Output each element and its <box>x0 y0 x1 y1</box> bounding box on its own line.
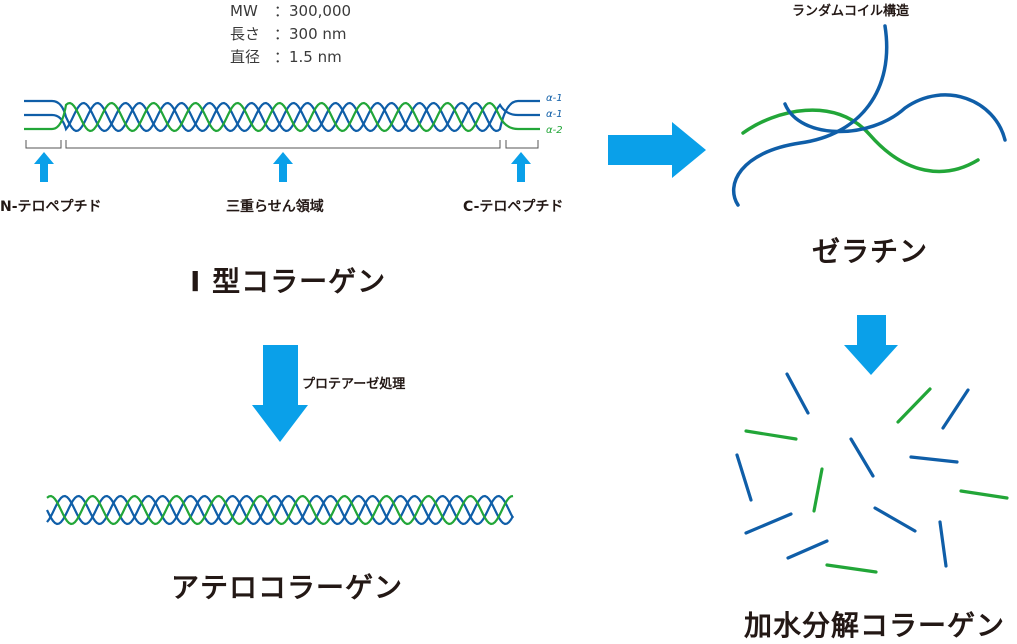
chain-label-alpha2: α-2 <box>546 125 563 136</box>
spec-diameter: 直径 ：1.5 nm <box>230 46 342 67</box>
spec-mw-key: MW <box>230 2 258 20</box>
helix-alpha1-strand <box>24 99 540 133</box>
hydrolysis-down-arrow-icon <box>844 315 898 375</box>
n-telopeptide-label: N-テロペプチド <box>0 199 102 215</box>
fragment <box>873 506 917 533</box>
atelocollagen-title: アテロコラーゲン <box>171 571 404 604</box>
fragment <box>735 453 753 502</box>
fragment <box>959 489 1009 500</box>
fragment <box>812 467 824 513</box>
spec-length: 長さ ：300 nm <box>230 23 347 44</box>
random-coil-strands <box>732 24 1007 207</box>
chain-label-alpha1: α-1 <box>546 109 563 120</box>
region-brackets <box>25 140 539 149</box>
spec-length-key: 長さ <box>230 25 261 43</box>
c-telopeptide-label: C-テロペプチド <box>463 199 564 215</box>
coil-strand-alpha1 <box>783 93 1007 142</box>
helix-alpha2-strand <box>24 101 540 133</box>
chain-label-alpha1: α-1 <box>546 93 563 104</box>
fragment <box>785 372 810 415</box>
protease-down-arrow-icon <box>252 345 308 442</box>
spec-mw: MW ：300,000 <box>230 0 351 21</box>
n-telopeptide-bracket <box>25 140 62 149</box>
type1-collagen-helix <box>24 99 540 133</box>
random-coil-label: ランダムコイル構造 <box>792 4 910 19</box>
fragment <box>896 387 932 424</box>
fragment <box>909 455 959 464</box>
c-telopeptide-arrow-icon <box>511 152 531 182</box>
triple-helix-arrow-icon <box>273 152 293 182</box>
helix-alpha1-strand <box>24 101 540 133</box>
gelatin-title: ゼラチン <box>812 235 929 268</box>
fragment <box>744 429 798 441</box>
atelocollagen-helix <box>46 494 514 526</box>
coil-strand-alpha2 <box>741 108 980 174</box>
hydrolyzed-fragments <box>735 372 1009 574</box>
protease-label: プロテアーゼ処理 <box>302 377 406 392</box>
fragment <box>938 520 948 568</box>
spec-diameter-key: 直径 <box>230 48 261 66</box>
hydrolyzed-collagen-title: 加水分解コラーゲン <box>744 609 1006 642</box>
fragment <box>849 437 875 478</box>
fragment <box>825 563 878 574</box>
fragment <box>744 512 793 535</box>
spec-length-value: ：300 nm <box>274 25 347 43</box>
triple-helix-label: 三重らせん領域 <box>226 199 324 215</box>
n-telopeptide-arrow-icon <box>34 152 54 182</box>
spec-diameter-value: ：1.5 nm <box>274 48 342 66</box>
type1-collagen-title: I 型コラーゲン <box>190 265 387 298</box>
triple-helix-bracket <box>65 140 501 149</box>
fragment <box>786 539 829 560</box>
fragment <box>941 388 970 430</box>
coil-strand-alpha1 <box>732 24 889 207</box>
right-arrow-icon <box>608 122 706 178</box>
helix-alpha1-strand <box>46 494 514 526</box>
helix-alpha2-strand <box>46 494 514 526</box>
c-telopeptide-bracket <box>505 140 539 149</box>
spec-mw-value: ：300,000 <box>274 2 352 20</box>
